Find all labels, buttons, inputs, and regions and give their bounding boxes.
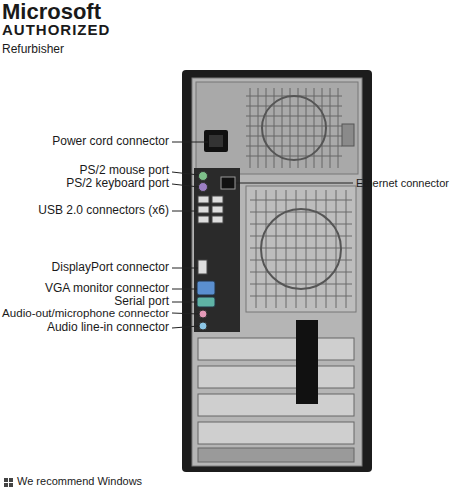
callout-label: PS/2 mouse port [80, 164, 169, 177]
callout-label: DisplayPort connector [52, 261, 169, 274]
callout-label: VGA monitor connector [45, 282, 169, 295]
callout-label: Serial port [114, 295, 169, 308]
callout-label: Power cord connector [52, 135, 169, 148]
callout-label: Audio-out/microphone connector [2, 307, 169, 320]
callout-label: Ethernet connector [356, 177, 449, 189]
callout-label: PS/2 keyboard port [66, 177, 169, 190]
brand-name: Microsoft [2, 0, 101, 24]
callout-label: USB 2.0 connectors (x6) [38, 204, 169, 217]
footer-note: We recommend Windows [17, 475, 142, 487]
brand-subtitle: AUTHORIZED [2, 22, 110, 39]
callout-label: Audio line-in connector [47, 321, 169, 334]
brand-tagline: Refurbisher [2, 43, 64, 56]
